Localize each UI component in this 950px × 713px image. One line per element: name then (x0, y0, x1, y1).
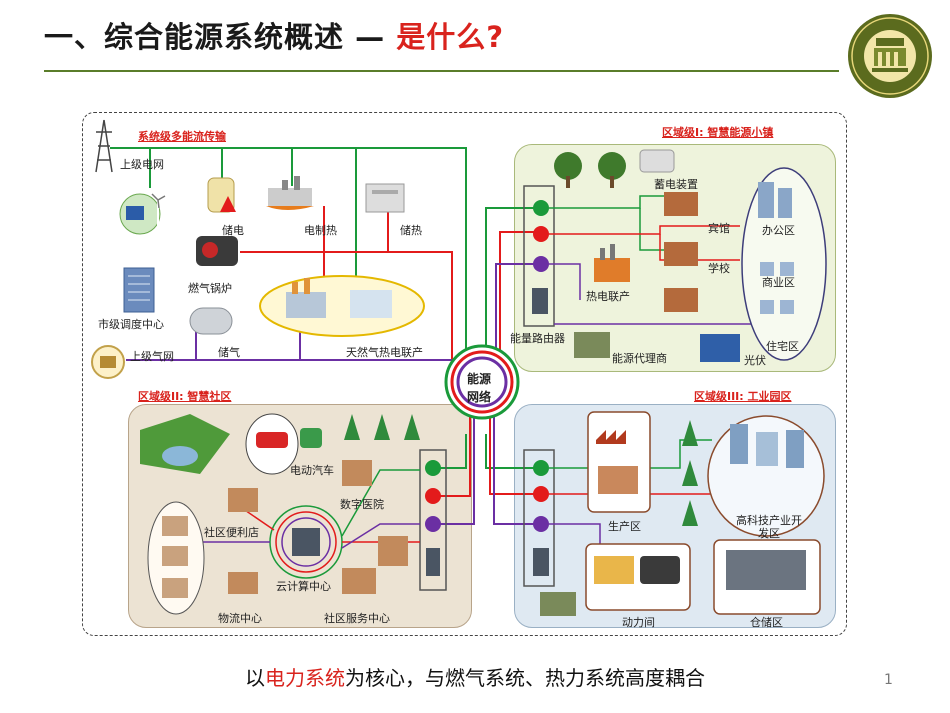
region3-trees (682, 420, 698, 526)
chp-station-icon (594, 244, 630, 282)
hub-label-2: 网络 (467, 390, 492, 404)
hub-label-1: 能源 (467, 372, 492, 386)
region1-label: 区域级I: 智慧能源小镇 (662, 126, 774, 139)
storage-g-label: 储气 (218, 346, 240, 359)
electric-heat-label: 电制热 (304, 224, 337, 237)
hitech-label: 高科技产业开发区 (736, 514, 802, 540)
school-label: 学校 (708, 262, 730, 275)
caption-part1: 以 (245, 666, 265, 690)
storage-e-label: 储电 (222, 224, 244, 237)
energy-hub-rings (444, 344, 520, 420)
boiler-label: 燃气锅炉 (188, 282, 232, 295)
title-prefix: 一、综合能源系统概述 — (44, 20, 397, 54)
dispatch-label: 市级调度中心 (98, 318, 164, 331)
heat-lines (110, 147, 540, 469)
community-buildings (228, 460, 408, 594)
power-tower-icon (95, 119, 113, 173)
power-room-label: 动力间 (622, 616, 655, 629)
caption-part2: 为核心，与燃气系统、热力系统高度耦合 (345, 666, 705, 690)
power-room-box (585, 543, 691, 611)
diagram-frame (82, 112, 847, 636)
renewable-icon (119, 193, 166, 235)
gas-tank-icon (189, 307, 233, 335)
electric-lines (240, 206, 540, 497)
gas-boiler-icon (196, 236, 238, 266)
chp-label: 天然气热电联产 (346, 346, 423, 359)
chp-plant-icon (259, 275, 425, 337)
production-label: 生产区 (608, 520, 641, 533)
gas-network-label: 上级气网 (130, 350, 174, 363)
region3-connections (549, 439, 712, 544)
park-icon (140, 414, 230, 474)
office-label: 办公区 (762, 224, 795, 237)
buildings-hotel-school (664, 192, 698, 312)
ev-oval (245, 413, 322, 475)
hospital-label: 数字医院 (340, 498, 384, 511)
electric-heater-icon (266, 176, 314, 210)
region3-label: 区域级III: 工业园区 (694, 390, 792, 403)
trees-icon (554, 152, 626, 188)
commercial-label: 商业区 (762, 276, 795, 289)
r1-chp-label: 热电联产 (586, 290, 630, 303)
router-label: 能量路由器 (510, 332, 565, 345)
region2-connections (200, 469, 420, 549)
residential-label: 住宅区 (766, 340, 799, 353)
bottom-caption: 以电力系统为核心，与燃气系统、热力系统高度耦合 (0, 662, 950, 691)
logistics-label: 物流中心 (218, 612, 262, 625)
page-number: 1 (884, 672, 893, 688)
residential-oval (147, 501, 205, 615)
production-box (587, 411, 651, 513)
service-label: 社区服务中心 (324, 612, 390, 625)
university-seal-logo (848, 14, 932, 98)
store-label: 社区便利店 (204, 526, 259, 539)
region3-agent-icon (540, 592, 576, 616)
page-title: 一、综合能源系统概述 — 是什么? (44, 14, 504, 56)
region3-router (523, 449, 555, 587)
energy-agent-icon (574, 332, 610, 358)
system-level-label: 系统级多能流传输 (138, 130, 226, 143)
storage-h-label: 储热 (400, 224, 422, 237)
region2-trees (344, 414, 420, 440)
ev-label: 电动汽车 (290, 464, 334, 477)
gas-network-icon (91, 345, 125, 379)
region2-label: 区域级II: 智慧社区 (138, 390, 232, 403)
storage-device-label: 蓄电装置 (654, 178, 698, 191)
caption-highlight: 电力系统 (265, 666, 345, 690)
storage-battery-icon (207, 177, 236, 213)
hitech-oval (707, 415, 825, 537)
grid-label: 上级电网 (120, 158, 164, 171)
region2-router (419, 449, 447, 591)
hotel-label: 宾馆 (708, 222, 730, 235)
router-tower (523, 185, 555, 327)
warehouse-box (713, 539, 821, 615)
warehouse-label: 仓储区 (750, 616, 783, 629)
storage-device-icon (639, 149, 675, 173)
agent-label: 能源代理商 (612, 352, 667, 365)
pv-label: 光伏 (744, 354, 766, 367)
title-underline (44, 70, 839, 72)
cloud-center-rings (269, 505, 343, 579)
district-oval (741, 167, 827, 361)
pv-panel-icon (700, 334, 740, 362)
title-highlight: 是什么? (396, 20, 505, 54)
cloud-label: 云计算中心 (276, 580, 331, 593)
dispatch-center-icon (123, 267, 155, 313)
heat-storage-icon (365, 183, 405, 213)
